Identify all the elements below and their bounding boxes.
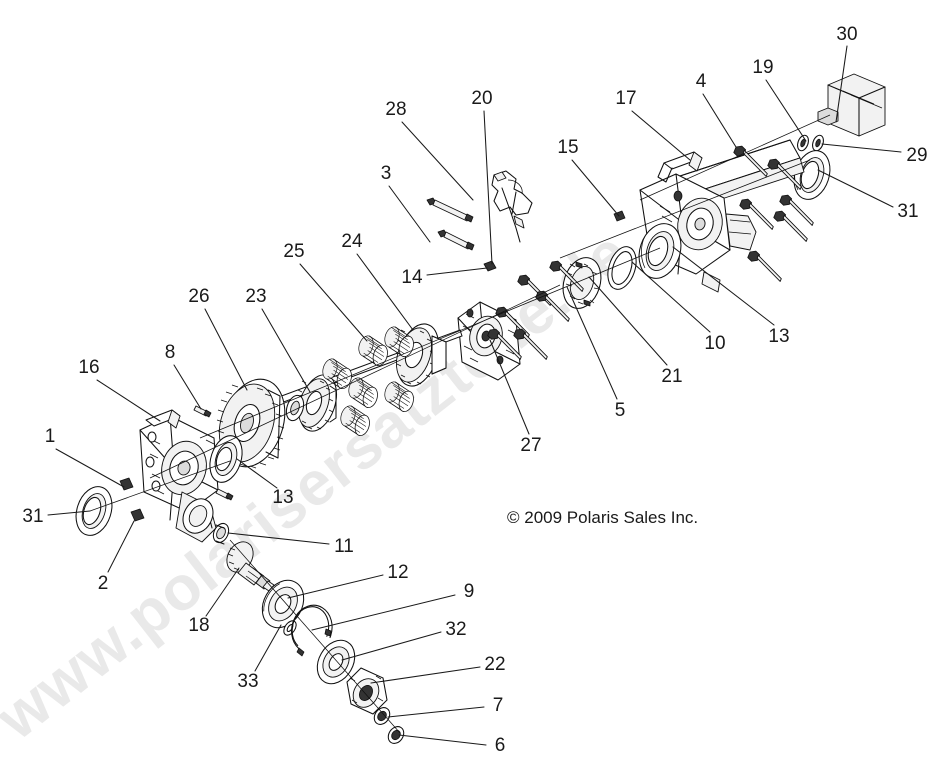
callout-leader-15 bbox=[571, 159, 620, 217]
callout-number-21[interactable]: 21 bbox=[661, 366, 682, 387]
callout-number-11[interactable]: 11 bbox=[334, 536, 354, 557]
callout-number-1[interactable]: 1 bbox=[45, 426, 56, 447]
callout-leader-7 bbox=[387, 706, 485, 718]
callout-number-25[interactable]: 25 bbox=[283, 241, 304, 262]
callout-number-32[interactable]: 32 bbox=[445, 619, 466, 640]
callout-leader-33 bbox=[254, 624, 282, 672]
callout-number-19[interactable]: 19 bbox=[752, 57, 773, 78]
callout-leader-8 bbox=[173, 364, 202, 410]
callout-number-29[interactable]: 29 bbox=[906, 145, 927, 166]
part-7-nut-small bbox=[373, 707, 391, 725]
callout-number-6[interactable]: 6 bbox=[495, 735, 506, 756]
callout-number-16[interactable]: 16 bbox=[78, 357, 99, 378]
callout-number-27[interactable]: 27 bbox=[520, 435, 541, 456]
part-9-retaining-ring bbox=[291, 604, 333, 657]
part-22-bearing-flange-housing bbox=[346, 667, 388, 715]
callout-number-20[interactable]: 20 bbox=[471, 88, 492, 109]
part-18-output-shaft-pinion bbox=[226, 541, 275, 592]
callout-number-17[interactable]: 17 bbox=[615, 88, 636, 109]
callout-leader-5 bbox=[566, 286, 618, 400]
callout-number-5[interactable]: 5 bbox=[615, 400, 626, 421]
callout-number-13[interactable]: 13 bbox=[768, 326, 789, 347]
part-13-bearing-right bbox=[638, 223, 682, 279]
callout-number-18[interactable]: 18 bbox=[188, 615, 209, 636]
callout-number-8[interactable]: 8 bbox=[165, 342, 176, 363]
part-2-bolt-left-lower bbox=[130, 508, 145, 522]
part-12-ball-bearing-output bbox=[261, 579, 305, 629]
callout-leader-25 bbox=[299, 263, 368, 342]
callout-leader-28 bbox=[401, 121, 474, 201]
callout-number-3[interactable]: 3 bbox=[381, 163, 392, 184]
part-31-oil-seal-outer-left bbox=[75, 486, 113, 536]
callout-number-9[interactable]: 9 bbox=[464, 581, 475, 602]
part-6-washer-small-lower bbox=[387, 726, 405, 744]
callout-number-24[interactable]: 24 bbox=[341, 231, 363, 252]
part-8-dowel-pin bbox=[193, 405, 212, 418]
callout-number-31[interactable]: 31 bbox=[897, 201, 918, 222]
callout-number-28[interactable]: 28 bbox=[385, 99, 406, 120]
callout-number-13[interactable]: 13 bbox=[272, 487, 293, 508]
callout-number-22[interactable]: 22 bbox=[484, 654, 505, 675]
callout-number-15[interactable]: 15 bbox=[557, 137, 578, 158]
callout-leader-11 bbox=[227, 532, 330, 545]
callout-leader-4 bbox=[702, 93, 737, 148]
part-21-shim-ring bbox=[562, 257, 602, 309]
part-20-shift-fork bbox=[491, 170, 533, 243]
part-27-differential-carrier bbox=[457, 301, 521, 381]
callout-number-31[interactable]: 31 bbox=[22, 506, 43, 527]
callout-leader-16 bbox=[96, 379, 161, 422]
part-10-oil-seal bbox=[607, 246, 637, 290]
callout-leader-26 bbox=[204, 308, 248, 391]
callout-number-33[interactable]: 33 bbox=[237, 671, 258, 692]
callout-number-7[interactable]: 7 bbox=[493, 695, 504, 716]
callout-leader-32 bbox=[341, 631, 442, 661]
callout-leader-30 bbox=[835, 45, 848, 123]
callout-number-12[interactable]: 12 bbox=[387, 562, 408, 583]
part-30-coil-actuator bbox=[817, 73, 886, 137]
callout-leader-29 bbox=[821, 143, 902, 153]
callout-number-26[interactable]: 26 bbox=[188, 286, 209, 307]
callout-leader-20 bbox=[483, 110, 493, 265]
callout-leader-10 bbox=[631, 261, 711, 333]
part-11-spacer-collar bbox=[212, 522, 230, 545]
part-28-screw-long bbox=[426, 197, 474, 223]
callout-leader-9 bbox=[311, 594, 456, 631]
callout-number-14[interactable]: 14 bbox=[401, 267, 423, 288]
callout-leader-13 bbox=[236, 458, 278, 489]
callout-number-2[interactable]: 2 bbox=[98, 573, 109, 594]
callout-leader-22 bbox=[370, 666, 481, 684]
part-17-housing-bracket bbox=[657, 151, 703, 183]
callout-leader-14 bbox=[426, 267, 488, 276]
callout-leader-2 bbox=[107, 520, 135, 573]
callout-leader-21 bbox=[588, 276, 668, 366]
copyright-notice: © 2009 Polaris Sales Inc. bbox=[507, 508, 698, 527]
callout-number-4[interactable]: 4 bbox=[696, 71, 707, 92]
part-32-ball-bearing-lower bbox=[316, 639, 356, 685]
callout-leader-24 bbox=[356, 253, 414, 331]
part-3-screw-short bbox=[437, 229, 475, 251]
callout-number-23[interactable]: 23 bbox=[245, 286, 266, 307]
callout-leader-27 bbox=[489, 339, 530, 435]
callout-leader-1 bbox=[55, 448, 125, 488]
callout-leader-18 bbox=[205, 567, 240, 617]
callout-leader-3 bbox=[388, 185, 431, 243]
callout-leader-17 bbox=[631, 110, 691, 161]
callout-number-30[interactable]: 30 bbox=[836, 24, 857, 45]
part-13-bearing-left bbox=[209, 435, 243, 483]
part-8b-dowel-pin-right bbox=[215, 488, 234, 501]
callout-leader-31 bbox=[47, 510, 91, 516]
callout-leader-12 bbox=[287, 574, 384, 599]
callout-leader-31 bbox=[817, 169, 894, 208]
callout-number-10[interactable]: 10 bbox=[704, 333, 725, 354]
callout-leader-6 bbox=[398, 734, 487, 746]
callout-leader-13 bbox=[672, 246, 775, 326]
callout-leader-23 bbox=[261, 308, 311, 393]
callout-leader-19 bbox=[765, 79, 807, 142]
